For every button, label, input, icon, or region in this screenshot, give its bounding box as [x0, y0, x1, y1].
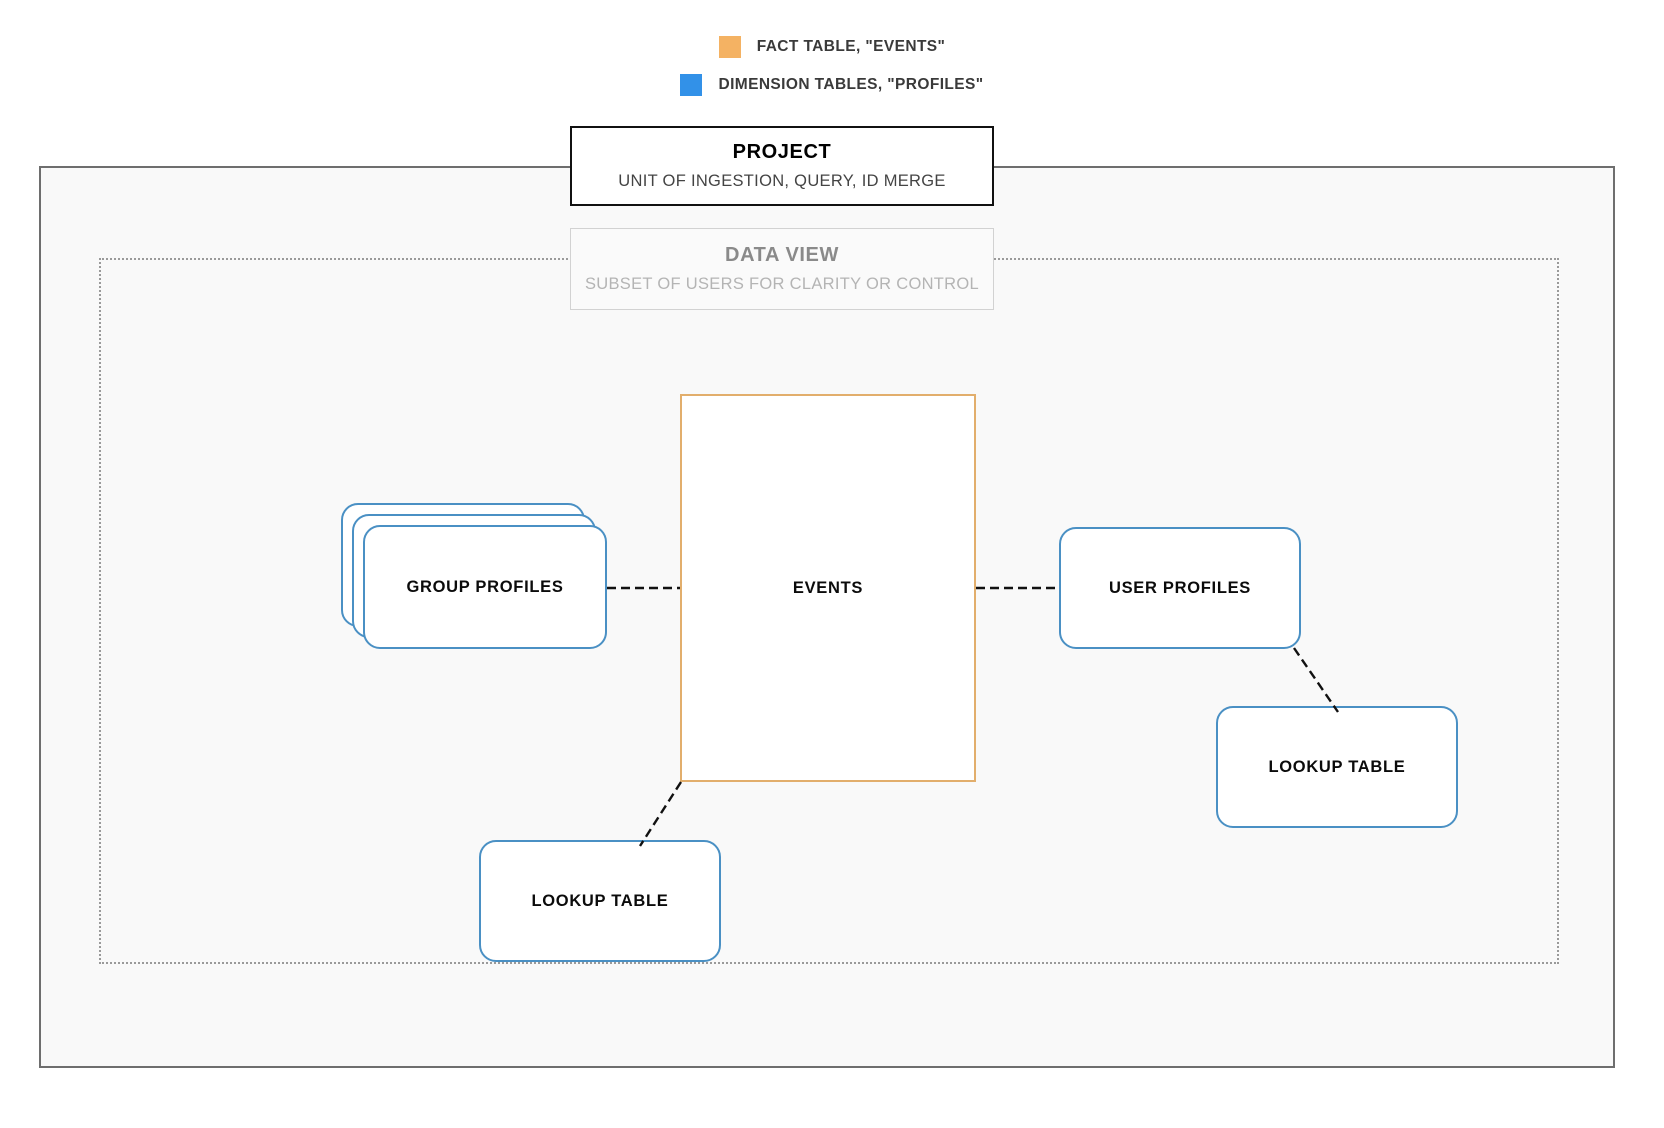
legend-item-fact-table: FACT TABLE, "EVENTS"	[0, 28, 1664, 66]
lookup-table-left-node-label: LOOKUP TABLE	[531, 891, 669, 910]
data-view-title: DATA VIEW	[725, 243, 839, 266]
lookup-table-right-node-label: LOOKUP TABLE	[1268, 757, 1406, 776]
lookup-table-left-node[interactable]: LOOKUP TABLE	[479, 840, 721, 962]
user-profiles-node-label: USER PROFILES	[1108, 578, 1252, 597]
events-node-label: EVENTS	[792, 578, 864, 597]
group-profiles-stack-card-front[interactable]: GROUP PROFILES	[363, 525, 607, 649]
legend: FACT TABLE, "EVENTS" DIMENSION TABLES, "…	[0, 28, 1664, 104]
group-profiles-node[interactable]: GROUP PROFILES	[341, 503, 607, 649]
project-card: PROJECT UNIT OF INGESTION, QUERY, ID MER…	[570, 126, 994, 206]
project-subtitle: UNIT OF INGESTION, QUERY, ID MERGE	[618, 171, 946, 190]
lookup-table-right-node[interactable]: LOOKUP TABLE	[1216, 706, 1458, 828]
data-view-subtitle: SUBSET OF USERS FOR CLARITY OR CONTROL	[584, 274, 980, 293]
legend-label-fact-table: FACT TABLE, "EVENTS"	[756, 38, 946, 55]
data-view-card: DATA VIEW SUBSET OF USERS FOR CLARITY OR…	[570, 228, 994, 310]
project-title: PROJECT	[732, 140, 832, 163]
events-node[interactable]: EVENTS	[680, 394, 976, 782]
user-profiles-node[interactable]: USER PROFILES	[1059, 527, 1301, 649]
legend-item-dimension-tables: DIMENSION TABLES, "PROFILES"	[0, 66, 1664, 104]
orange-square-swatch-icon	[718, 36, 741, 58]
blue-square-swatch-icon	[680, 74, 703, 96]
legend-label-dimension-tables: DIMENSION TABLES, "PROFILES"	[718, 76, 984, 93]
group-profiles-node-label: GROUP PROFILES	[406, 577, 564, 596]
